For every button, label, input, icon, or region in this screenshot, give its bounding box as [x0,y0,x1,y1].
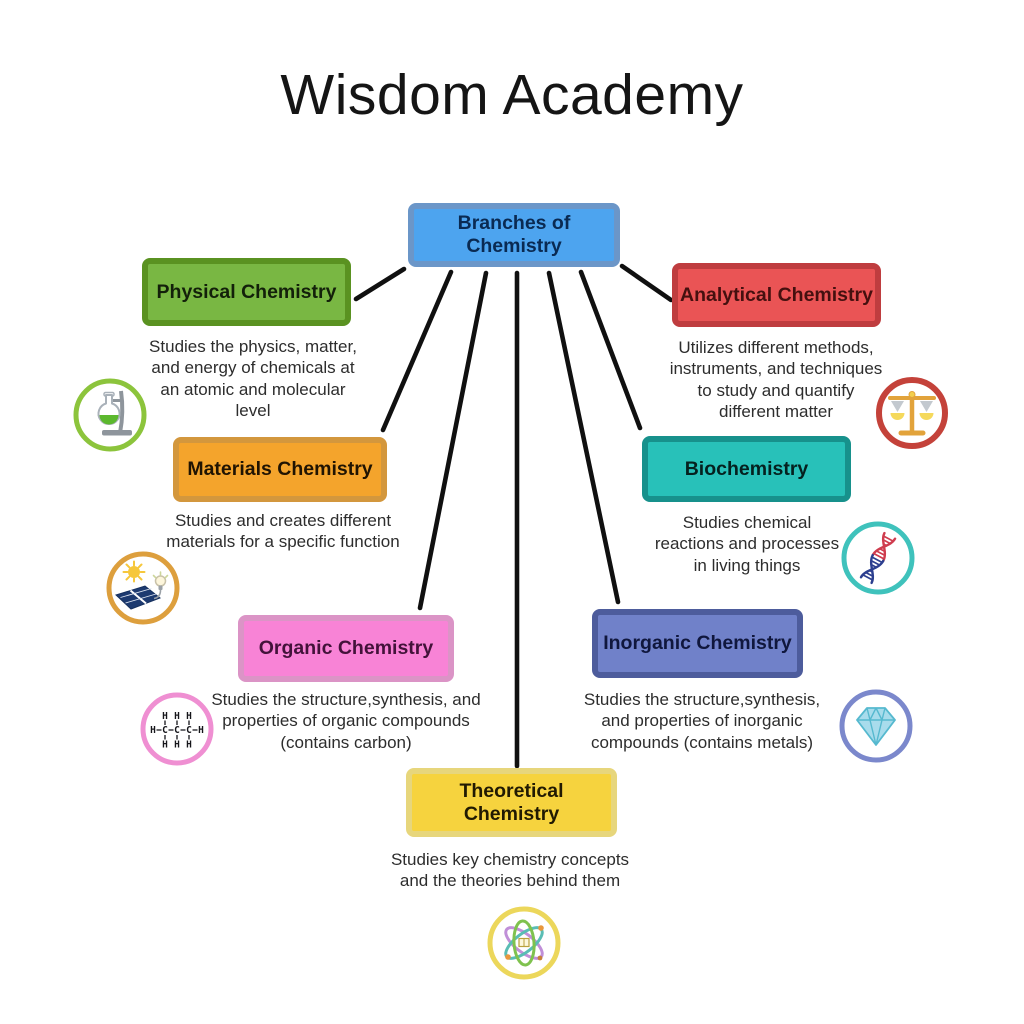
flask-stand-icon [70,375,150,455]
page-title: Wisdom Academy [280,63,744,127]
node-label: Biochemistry [684,457,809,480]
svg-text:H: H [174,711,180,722]
node-label: Analytical Chemistry [680,283,873,306]
svg-text:C: C [162,725,168,736]
node-label: Organic Chemistry [258,637,434,659]
node-organic-chemistry: Organic Chemistry [238,615,454,682]
node-label: Theoretical Chemistry [459,779,564,825]
svg-text:H: H [186,711,192,722]
description-inorganic-chemistry: Studies the structure,synthesis, and pro… [583,690,821,752]
node-materials-chemistry: Materials Chemistry [173,437,387,502]
svg-text:C: C [186,725,192,736]
svg-text:C: C [174,725,180,736]
solar-panel-icon [103,548,183,628]
connector-line [417,270,489,611]
diamond-icon [836,686,916,766]
node-label: Branches of Chemistry [457,212,571,257]
node-biochemistry: Biochemistry [642,436,851,502]
description-physical-chemistry: Studies the physics, matter, and energy … [149,337,357,421]
node-label: Inorganic Chemistry [603,632,792,654]
node-label: Physical Chemistry [156,280,337,303]
svg-text:H: H [162,711,168,722]
balance-scale-icon [872,373,952,453]
description-biochemistry: Studies chemical reactions and processes… [654,513,840,575]
atom-icon [484,903,564,983]
description-materials-chemistry: Studies and creates different materials … [166,511,400,552]
description-analytical-chemistry: Utilizes different methods, instruments,… [669,338,883,422]
svg-text:H: H [186,740,192,751]
node-inorganic-chemistry: Inorganic Chemistry [592,609,803,678]
node-label: Materials Chemistry [187,458,373,480]
dna-icon [838,518,918,598]
node-theoretical-chemistry: Theoretical Chemistry [406,768,617,837]
svg-text:H: H [162,740,168,751]
node-analytical-chemistry: Analytical Chemistry [672,263,881,327]
connector-line [353,266,407,302]
description-theoretical-chemistry: Studies key chemistry concepts and the t… [390,850,630,891]
node-physical-chemistry: Physical Chemistry [142,258,351,326]
svg-text:H: H [150,725,156,736]
svg-text:H: H [198,725,204,736]
node-branches-of-chemistry: Branches of Chemistry [408,203,620,267]
description-organic-chemistry: Studies the structure,synthesis, and pro… [211,690,481,752]
svg-text:H: H [174,740,180,751]
connector-line [619,263,674,303]
